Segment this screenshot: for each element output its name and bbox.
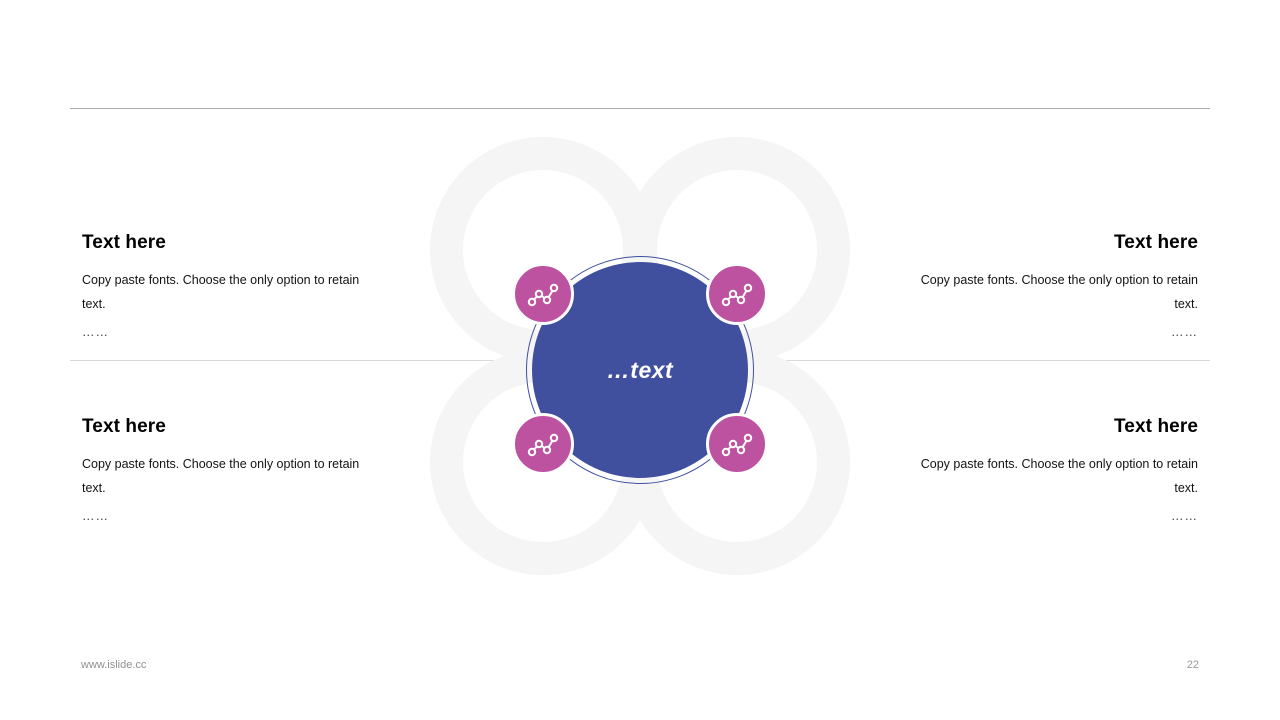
block-body: Copy paste fonts. Choose the only option…	[920, 457, 1198, 495]
hub-label: …text	[606, 356, 674, 383]
block-body: Copy paste fonts. Choose the only option…	[920, 273, 1198, 311]
node-bottom-left[interactable]	[512, 413, 574, 475]
line-chart-icon	[526, 429, 560, 459]
node-top-right[interactable]	[706, 263, 768, 325]
block-ellipsis: ……	[82, 325, 109, 339]
block-body: Copy paste fonts. Choose the only option…	[82, 273, 360, 311]
block-ellipsis: ……	[1171, 509, 1198, 523]
line-chart-icon	[720, 279, 754, 309]
block-ellipsis: ……	[1171, 325, 1198, 339]
block-body: Copy paste fonts. Choose the only option…	[82, 457, 360, 495]
page-number: 22	[1186, 659, 1199, 671]
center-diagram: …text	[400, 130, 880, 590]
node-bottom-right[interactable]	[706, 413, 768, 475]
divider-top	[70, 108, 1210, 109]
node-top-left[interactable]	[512, 263, 574, 325]
text-block-top-right: Text here Copy paste fonts. Choose the o…	[898, 232, 1198, 344]
text-block-bottom-left: Text here Copy paste fonts. Choose the o…	[82, 416, 382, 528]
block-heading: Text here	[1114, 232, 1198, 253]
text-block-bottom-right: Text here Copy paste fonts. Choose the o…	[898, 416, 1198, 528]
block-heading: Text here	[82, 416, 166, 437]
block-heading: Text here	[1114, 416, 1198, 437]
text-block-top-left: Text here Copy paste fonts. Choose the o…	[82, 232, 382, 344]
block-ellipsis: ……	[82, 509, 109, 523]
block-heading: Text here	[82, 232, 166, 253]
hub-outline-ring	[526, 256, 754, 484]
line-chart-icon	[720, 429, 754, 459]
line-chart-icon	[526, 279, 560, 309]
footer-url[interactable]: www.islide.cc	[81, 659, 147, 671]
